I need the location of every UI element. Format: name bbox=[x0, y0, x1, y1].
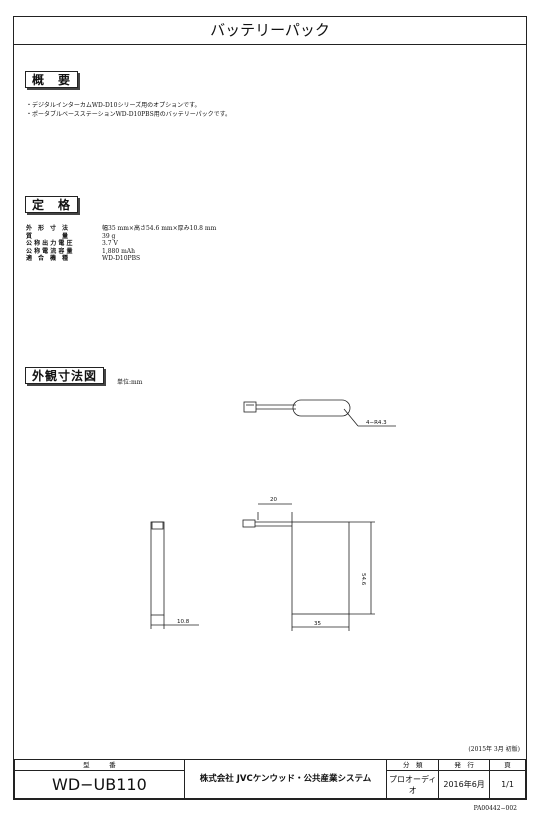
page-value: 1/1 bbox=[489, 770, 526, 799]
title-block: 型 番 株式会社 JVCケンウッド・公共産業システム 分 類 発 行 頁 WD−… bbox=[14, 759, 526, 799]
spec-row: 適 合 機 種 WD-D10PBS bbox=[26, 255, 216, 263]
issue-header: 発 行 bbox=[438, 759, 491, 771]
category-header: 分 類 bbox=[386, 759, 440, 771]
dim-10-8: 10.8 bbox=[177, 619, 190, 625]
dim-54-6: 54.6 bbox=[360, 573, 366, 586]
spec-value: 1,880 mAh bbox=[102, 247, 135, 255]
spec-value: 3.7 V bbox=[102, 240, 118, 247]
spec-row: 公 称 出 力 電 圧 3.7 V bbox=[26, 240, 216, 248]
spec-row: 公 称 電 流 容 量 1,880 mAh bbox=[26, 248, 216, 256]
battery-side-view bbox=[150, 521, 165, 616]
spec-label: 公 称 出 力 電 圧 bbox=[26, 240, 73, 247]
category-value: プロオーディオ bbox=[386, 770, 440, 799]
spec-value: WD-D10PBS bbox=[102, 255, 141, 262]
spec-row: 外 形 寸 法 幅35 mm×高さ54.6 mm×厚み10.8 mm bbox=[26, 225, 216, 233]
overview-heading: 概 要 bbox=[25, 71, 79, 88]
document-frame: バッテリーパック 概 要 ・デジタルインターカムWD-D10シリーズ用のオプショ… bbox=[13, 16, 527, 800]
specs-heading: 定 格 bbox=[25, 196, 79, 213]
spec-value: 幅35 mm×高さ54.6 mm×厚み10.8 mm bbox=[102, 225, 217, 232]
dim-20: 20 bbox=[270, 497, 277, 503]
edition-note: (2015年 3月 初版) bbox=[468, 746, 520, 753]
battery-front-view bbox=[291, 521, 350, 615]
outline-drawing: 4−R4.3 20 54.6 35 10.8 bbox=[150, 399, 396, 631]
overview-line-1: ・デジタルインターカムWD-D10シリーズ用のオプションです。 bbox=[26, 102, 201, 109]
model-header: 型 番 bbox=[14, 759, 185, 771]
battery-top-view bbox=[292, 399, 351, 417]
document-id: PA00442−002 bbox=[473, 805, 517, 812]
specs-table: 外 形 寸 法 幅35 mm×高さ54.6 mm×厚み10.8 mm 質 量 39 … bbox=[26, 225, 216, 263]
dim-radius: 4−R4.3 bbox=[366, 420, 387, 426]
spec-label: 適 合 機 種 bbox=[26, 255, 69, 262]
unit-note: 単位:mm bbox=[117, 379, 143, 386]
spec-value: 39 g bbox=[102, 232, 116, 240]
drawing-heading: 外観寸法図 bbox=[25, 367, 105, 384]
maker-name: 株式会社 JVCケンウッド・公共産業システム bbox=[183, 759, 388, 799]
overview-line-2: ・ポータブルベースステーションWD-D10PBS用のバッテリーパックです。 bbox=[26, 111, 232, 118]
page-header: 頁 bbox=[489, 759, 526, 771]
spec-label: 外 形 寸 法 bbox=[26, 225, 69, 232]
spec-row: 質 量 39 g bbox=[26, 233, 216, 241]
model-number: WD−UB110 bbox=[14, 770, 185, 799]
dim-35: 35 bbox=[314, 621, 321, 627]
issue-value: 2016年6月 bbox=[438, 770, 491, 799]
spec-label: 質 量 bbox=[26, 232, 69, 240]
spec-label: 公 称 電 流 容 量 bbox=[26, 247, 73, 255]
document-title: バッテリーパック bbox=[14, 17, 526, 45]
connector-top bbox=[243, 401, 257, 413]
